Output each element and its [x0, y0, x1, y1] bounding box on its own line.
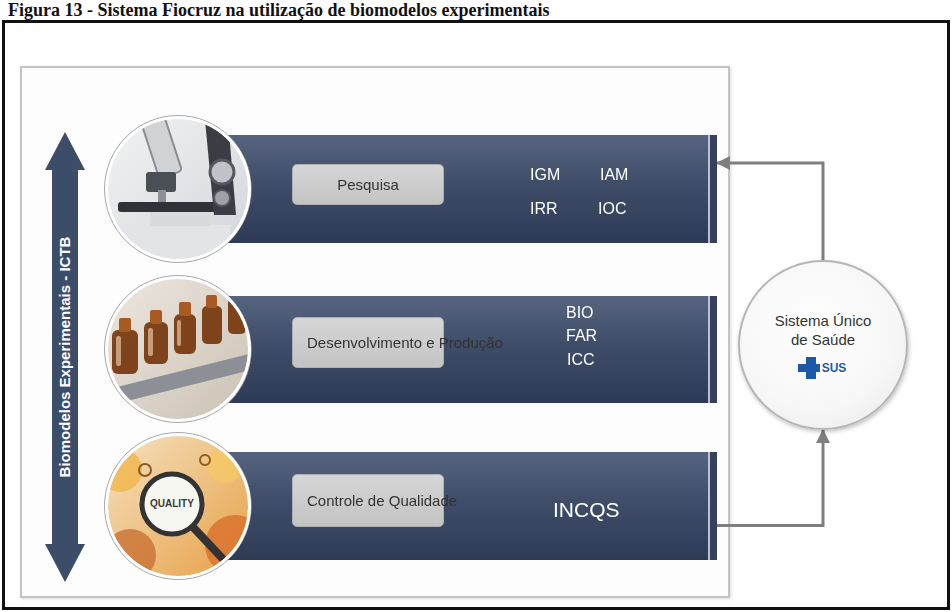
system-name: Sistema Único de Saúde: [769, 311, 877, 349]
area-label-box: Pesquisa: [292, 164, 444, 205]
unit-code: BIO: [566, 303, 594, 323]
flow-connector: [717, 430, 823, 525]
unit-code: IAM: [600, 165, 628, 185]
area-label: Desenvolvimento e Produção: [307, 334, 429, 352]
sus-logo: SUS: [798, 357, 849, 379]
sus-logo-text: SUS: [820, 361, 849, 375]
unit-code: IGM: [530, 165, 560, 185]
unit-code: FAR: [566, 326, 597, 346]
double-arrow-band: Biomodelos Experimentais - ICTB: [45, 132, 85, 582]
area-band: BIO FAR ICC Desenvolvimento e Produção: [178, 296, 717, 403]
unit-code: IRR: [530, 199, 558, 219]
area-label-box: Controle de Qualidade: [292, 474, 444, 527]
area-band: IGM IAM IRR IOC Pesquisa: [178, 135, 717, 243]
unit-code: INCQS: [553, 497, 620, 522]
area-label-box: Desenvolvimento e Produção: [292, 317, 444, 368]
area-label: Pesquisa: [337, 176, 399, 194]
area-band: INCQS Controle de Qualidade: [178, 452, 717, 560]
area-label: Controle de Qualidade: [307, 492, 429, 510]
magnifier-label: QUALITY: [150, 498, 194, 510]
unit-code: ICC: [567, 350, 595, 370]
sus-circle: Sistema Único de SaúdeSUS: [738, 260, 908, 430]
unit-code: IOC: [598, 199, 626, 219]
vertical-arrow-label: Biomodelos Experimentais - ICTB: [56, 237, 74, 478]
flow-connector: [717, 163, 823, 260]
figure-title: Figura 13 - Sistema Fiocruz na utilizaçã…: [8, 0, 549, 20]
